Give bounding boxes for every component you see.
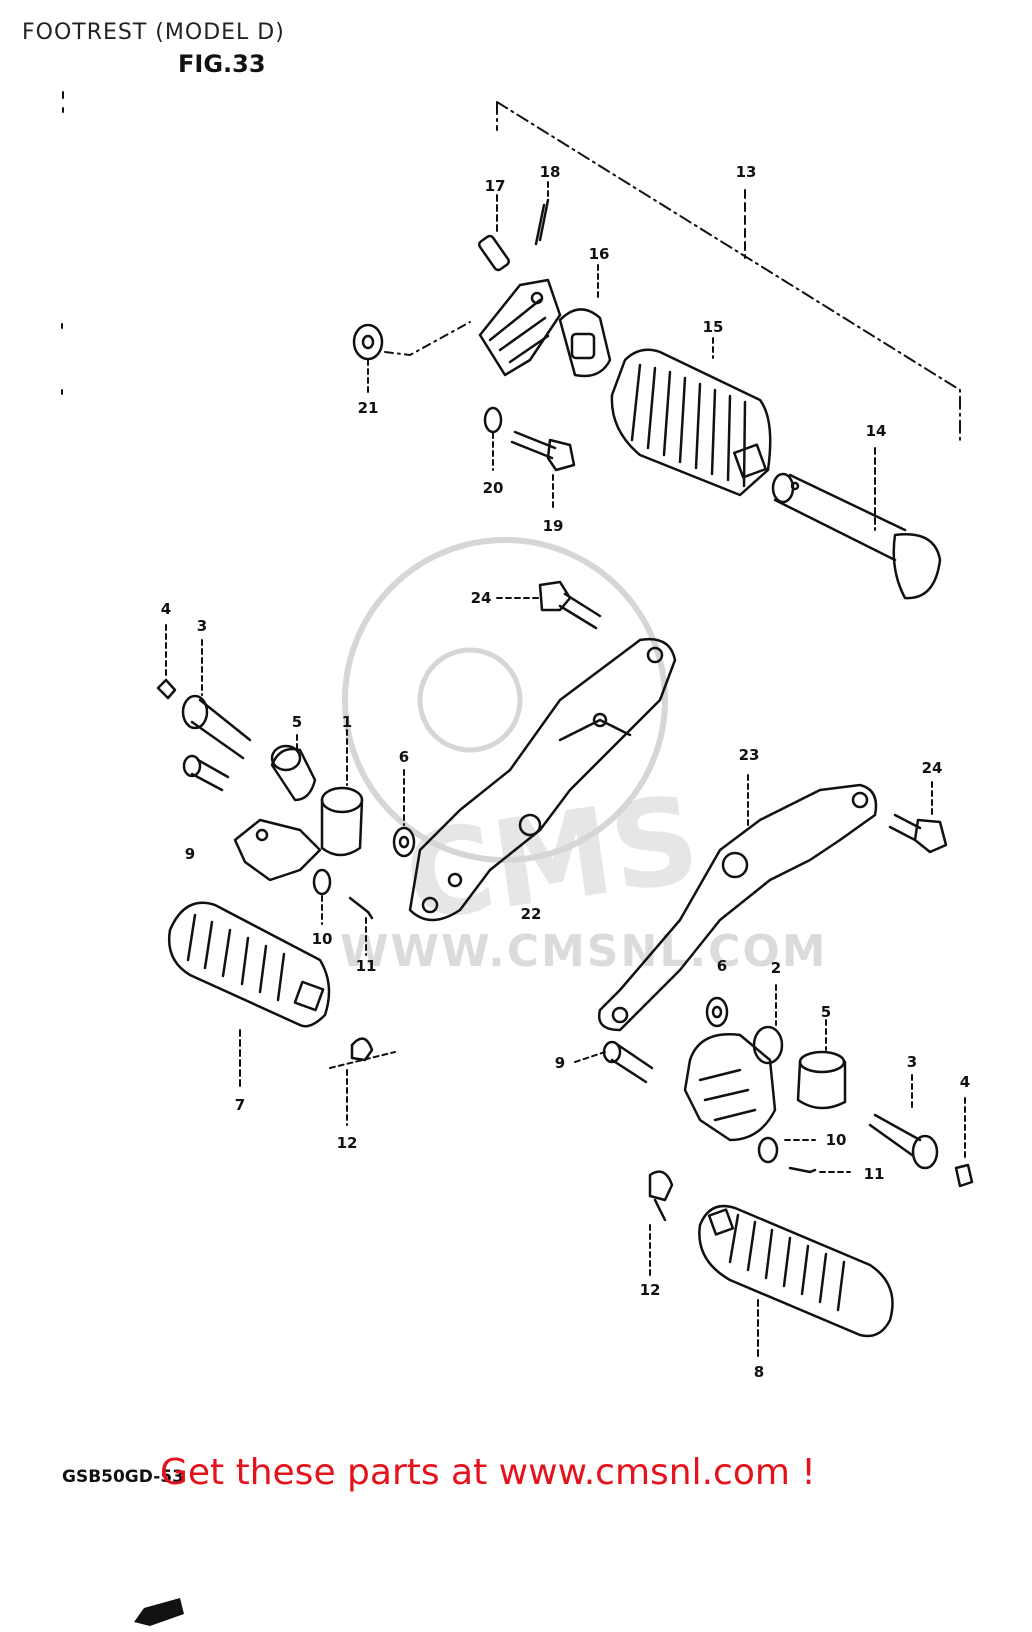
callout-20: 20 (482, 479, 504, 497)
callout-17: 17 (484, 177, 506, 195)
part-10-washer-left (312, 868, 332, 925)
part-22-footrest-plate (408, 637, 677, 922)
promo-link-text[interactable]: Get these parts at www.cmsnl.com ! (160, 1452, 816, 1493)
callout-15: 15 (702, 318, 724, 336)
callout-14: 14 (865, 422, 887, 440)
part-8-footrest-rubber-right (698, 1204, 894, 1361)
callout-4-left: 4 (160, 600, 172, 618)
watermark-url: WWW.CMSNL.COM (340, 926, 828, 977)
callout-3-right: 3 (906, 1053, 918, 1071)
part-1-bushing-left (320, 729, 364, 857)
callout-10-left: 10 (311, 930, 333, 948)
callout-6-left: 6 (398, 748, 410, 766)
part-10-washer-right (757, 1136, 816, 1164)
part-14-footrest-pin (771, 447, 942, 600)
part-6-washer-left (392, 769, 416, 858)
part-19-bolt (510, 430, 576, 509)
callout-22: 22 (520, 905, 542, 923)
callout-10-right: 10 (825, 1131, 847, 1149)
part-13-leader (496, 101, 961, 441)
part-24-bolt-lower (888, 781, 948, 854)
part-23-footrest-plate (597, 774, 878, 1032)
part-3-pin-left (181, 639, 252, 760)
part-2-bushing-right (752, 984, 784, 1065)
callout-6-right: 6 (716, 957, 728, 975)
part-6-washer-right (705, 996, 729, 1028)
callout-16: 16 (588, 245, 610, 263)
callout-5-left: 5 (291, 713, 303, 731)
callout-21: 21 (357, 399, 379, 417)
callout-19: 19 (542, 517, 564, 535)
part-20-washer (483, 406, 503, 471)
footrest-holder-upper (478, 278, 562, 377)
part-12-clip-right (648, 1170, 674, 1276)
callout-2: 2 (770, 959, 782, 977)
part-12-clip-left (329, 1037, 396, 1126)
callout-12-right: 12 (639, 1281, 661, 1299)
part-18-pin (534, 181, 550, 246)
part-7-footrest-rubber-left (167, 901, 331, 1091)
part-24-bolt-upper (496, 580, 602, 630)
watermark-mascot (342, 537, 668, 863)
part-5-bushing-left (270, 734, 317, 802)
part-21-nut (352, 321, 471, 393)
part-16-plate (558, 264, 612, 378)
page-title: FOOTREST (MODEL D) (22, 20, 285, 45)
callout-13: 13 (735, 163, 757, 181)
callout-18: 18 (539, 163, 561, 181)
part-9-pin-left (182, 754, 230, 792)
drawing-code: GSB50GD-53 (62, 1467, 184, 1487)
part-5-bushing-right (796, 1019, 847, 1110)
part-11-clip-left (348, 896, 374, 956)
part-11-clip-right (788, 1166, 851, 1174)
callout-4-right: 4 (959, 1073, 971, 1091)
part-15-footrest-rubber (610, 337, 772, 497)
part-4-cotter-left (156, 624, 177, 700)
callout-1: 1 (341, 713, 353, 731)
callout-11-left: 11 (355, 957, 377, 975)
footrest-bracket-left (233, 818, 322, 882)
callout-5-right: 5 (820, 1003, 832, 1021)
part-4-cotter-right (954, 1097, 974, 1188)
part-3-pin-right (868, 1074, 939, 1170)
fwd-arrow-icon (134, 1598, 184, 1626)
callout-9-right: 9 (554, 1054, 566, 1072)
callout-23: 23 (738, 746, 760, 764)
exploded-parts-diagram (61, 91, 974, 1361)
callout-8: 8 (753, 1363, 765, 1381)
figure-number: FIG.33 (178, 50, 266, 78)
callout-12-left: 12 (336, 1134, 358, 1152)
callout-7: 7 (234, 1096, 246, 1114)
callout-24-upper: 24 (470, 589, 492, 607)
part-17-bolt (478, 194, 510, 272)
callout-11-right: 11 (863, 1165, 885, 1183)
callout-3-left: 3 (196, 617, 208, 635)
callout-24-lower: 24 (921, 759, 943, 777)
callout-9-left: 9 (184, 845, 196, 863)
part-9-pin-right (574, 1040, 654, 1084)
footrest-bracket-right (683, 1033, 777, 1142)
